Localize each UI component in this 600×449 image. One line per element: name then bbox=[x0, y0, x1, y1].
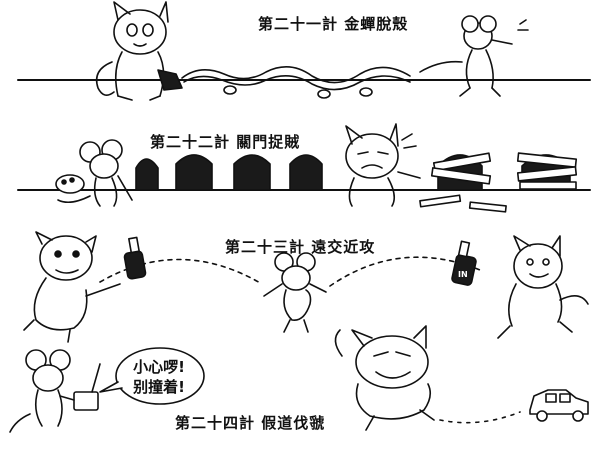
panel-1-title: 第二十一計 金蟬脫殼 bbox=[258, 15, 409, 33]
mouse-running bbox=[419, 15, 529, 97]
speech-bubble-line1: 小心啰! bbox=[133, 358, 185, 376]
panel-1 bbox=[17, 1, 591, 101]
toy-car bbox=[529, 389, 589, 422]
bottle-right bbox=[451, 240, 477, 286]
mouse-dodging bbox=[263, 252, 327, 333]
cat-crouching bbox=[334, 325, 435, 431]
bulldog bbox=[23, 231, 121, 343]
cat-shedding-skin bbox=[95, 1, 183, 101]
panel-4 bbox=[9, 325, 589, 433]
panel-3: IN bbox=[23, 231, 589, 343]
panel-4-title: 第二十四計 假道伐虢 bbox=[175, 414, 326, 432]
bottle-left bbox=[123, 236, 147, 280]
speech-bubble-line2: 别撞着! bbox=[133, 378, 185, 396]
panel-3-title: 第二十三計 遠交近攻 bbox=[225, 238, 376, 256]
panel-2 bbox=[17, 123, 591, 213]
throw-arc-left bbox=[99, 258, 263, 285]
speech-bubble bbox=[115, 347, 205, 405]
mouse-remote-control bbox=[9, 349, 101, 433]
panel-2-title: 第二十二計 關門捉賊 bbox=[150, 133, 301, 151]
cat-crying bbox=[345, 123, 421, 207]
painted-mouse-holes bbox=[135, 154, 323, 191]
car-path bbox=[439, 411, 521, 424]
boarded-mouse-holes bbox=[419, 152, 578, 213]
mouse-painter bbox=[55, 139, 133, 207]
cat-upside-down bbox=[497, 235, 589, 339]
bottle-label: IN bbox=[458, 270, 468, 279]
shed-skin-trail bbox=[181, 66, 411, 84]
